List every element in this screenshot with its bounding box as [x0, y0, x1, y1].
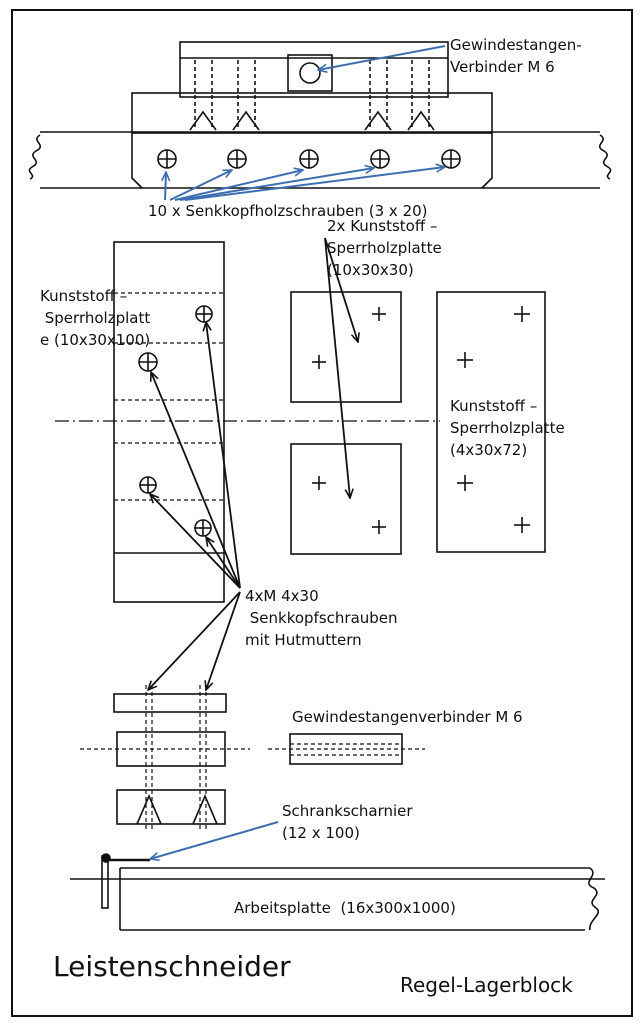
label-coupler-mid: Gewindestangenverbinder M 6 [292, 708, 523, 726]
label-worktop: Arbeitsplatte (16x300x1000) [234, 899, 456, 917]
label-hinge: Schrankscharnier (12 x 100) [282, 802, 413, 842]
label-plate-left: Kunststoff – Sperrholzplatt e (10x30x100… [40, 287, 151, 349]
label-coupler-top: Gewindestangen- Verbinder M 6 [450, 36, 582, 76]
blue-leaders-top [165, 45, 445, 201]
drawing-title: Leistenschneider [53, 950, 291, 983]
label-plate-right: Kunststoff – Sperrholzplatte (4x30x72) [450, 397, 565, 459]
top-assembly [28, 41, 612, 189]
label-plates-small: 2x Kunststoff – Sperrholzplatte (10x30x3… [327, 217, 442, 279]
sheet-border [11, 9, 633, 1017]
label-bolts: 4xM 4x30 Senkkopfschrauben mit Hutmutter… [245, 587, 398, 649]
label-screws-top: 10 x Senkkopfholzschrauben (3 x 20) [148, 202, 428, 220]
hinge-leader [150, 821, 279, 859]
drawing-subtitle: Regel-Lagerblock [400, 973, 573, 997]
right-plate [436, 291, 546, 553]
small-plates [290, 291, 402, 555]
black-leaders [148, 237, 358, 690]
lower-parts [70, 685, 605, 931]
